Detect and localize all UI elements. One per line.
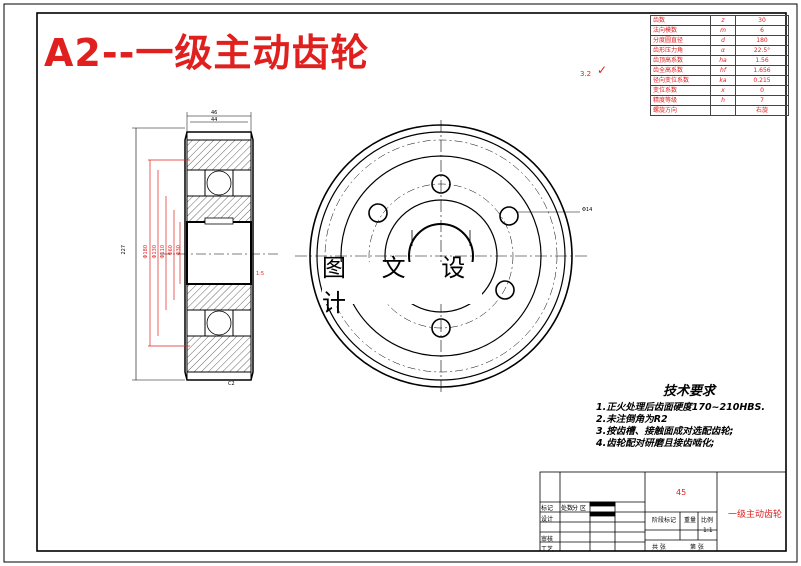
param-row: 螺旋方向 右旋	[650, 105, 789, 116]
dim-chamfer: C2	[228, 381, 235, 387]
drawing-title: A2--一级主动齿轮	[44, 31, 370, 75]
param-name: 齿全高系数	[650, 65, 711, 76]
param-sym: h	[710, 95, 736, 106]
roughness-mark: 3.2	[580, 70, 592, 78]
param-value: 1.656	[735, 65, 789, 76]
param-sym: ka	[710, 75, 736, 86]
dim-hole: Φ14	[582, 207, 593, 213]
param-value: 0	[735, 85, 789, 96]
requirement-item: 3.按齿槽、接触面成对选配齿轮;	[596, 426, 734, 437]
inner-frame	[36, 12, 787, 552]
red-dimensions	[148, 159, 190, 347]
dim-outer-diameter: 227	[121, 245, 127, 255]
param-sym: d	[710, 35, 736, 46]
dim-d1: Φ180	[143, 245, 149, 259]
param-value: 7	[735, 95, 789, 106]
outer-frame	[3, 3, 798, 563]
label-sheet: 第 张	[690, 544, 704, 551]
param-sym	[710, 105, 736, 116]
front-view	[295, 120, 588, 392]
requirement-item: 1.正火处理后齿面硬度170~210HBS.	[596, 402, 765, 413]
param-name: 齿形压力角	[650, 45, 711, 56]
scale-value: 1:1	[703, 527, 713, 534]
param-value: 6	[735, 25, 789, 36]
material: 45	[676, 488, 687, 497]
label-ratio: 比例	[701, 517, 714, 524]
param-value: 30	[735, 15, 789, 26]
param-name: 分度圆直径	[650, 35, 711, 46]
dim-d5: Φ30	[176, 245, 182, 256]
title-block	[539, 471, 787, 552]
label-change: 区	[580, 505, 587, 512]
param-value: 180	[735, 35, 789, 46]
dim-taper: 1:5	[256, 271, 265, 277]
dim-d3: Φ110	[160, 245, 166, 259]
param-name: 齿顶高系数	[650, 55, 711, 66]
param-name: 法向模数	[650, 25, 711, 36]
dim-width-top: 46	[211, 110, 218, 116]
part-name: 一级主动齿轮	[728, 510, 783, 520]
param-sym: hf	[710, 65, 736, 76]
param-sym: x	[710, 85, 736, 96]
dim-d4: Φ60	[168, 245, 174, 256]
section-view	[132, 112, 280, 381]
label-zone: 分	[572, 505, 579, 512]
param-name: 齿数	[650, 15, 711, 26]
param-name: 变位系数	[650, 85, 711, 96]
roughness-symbol-icon: ✓	[597, 63, 608, 77]
watermark: 图 文 设 计	[322, 254, 482, 317]
param-value: 1.56	[735, 55, 789, 66]
param-value: 右旋	[735, 105, 789, 116]
requirement-item: 4.齿轮配对研磨且接齿啮化;	[596, 438, 715, 449]
label-stage: 阶段标记	[652, 517, 677, 524]
param-sym: m	[710, 25, 736, 36]
dim-d2: Φ130	[152, 245, 158, 259]
param-name: 精度等级	[650, 95, 711, 106]
param-value: 0.215	[735, 75, 789, 86]
label-count: 处数	[561, 505, 574, 512]
requirements-title: 技术要求	[663, 384, 716, 399]
label-process: 工艺	[541, 546, 554, 553]
label-weight: 重量	[684, 517, 697, 524]
param-sym: α	[710, 45, 736, 56]
param-sym: ha	[710, 55, 736, 66]
requirement-item: 2.未注倒角为R2	[596, 414, 668, 425]
label-check: 审核	[541, 536, 554, 543]
param-sym: z	[710, 15, 736, 26]
param-name: 径向变位系数	[650, 75, 711, 86]
label-mark: 标记	[541, 505, 554, 512]
param-value: 22.5°	[735, 45, 789, 56]
param-name: 螺旋方向	[650, 105, 711, 116]
label-design: 设计	[541, 516, 554, 523]
label-total: 共 张	[652, 544, 666, 551]
dim-width-inner: 44	[211, 117, 218, 123]
